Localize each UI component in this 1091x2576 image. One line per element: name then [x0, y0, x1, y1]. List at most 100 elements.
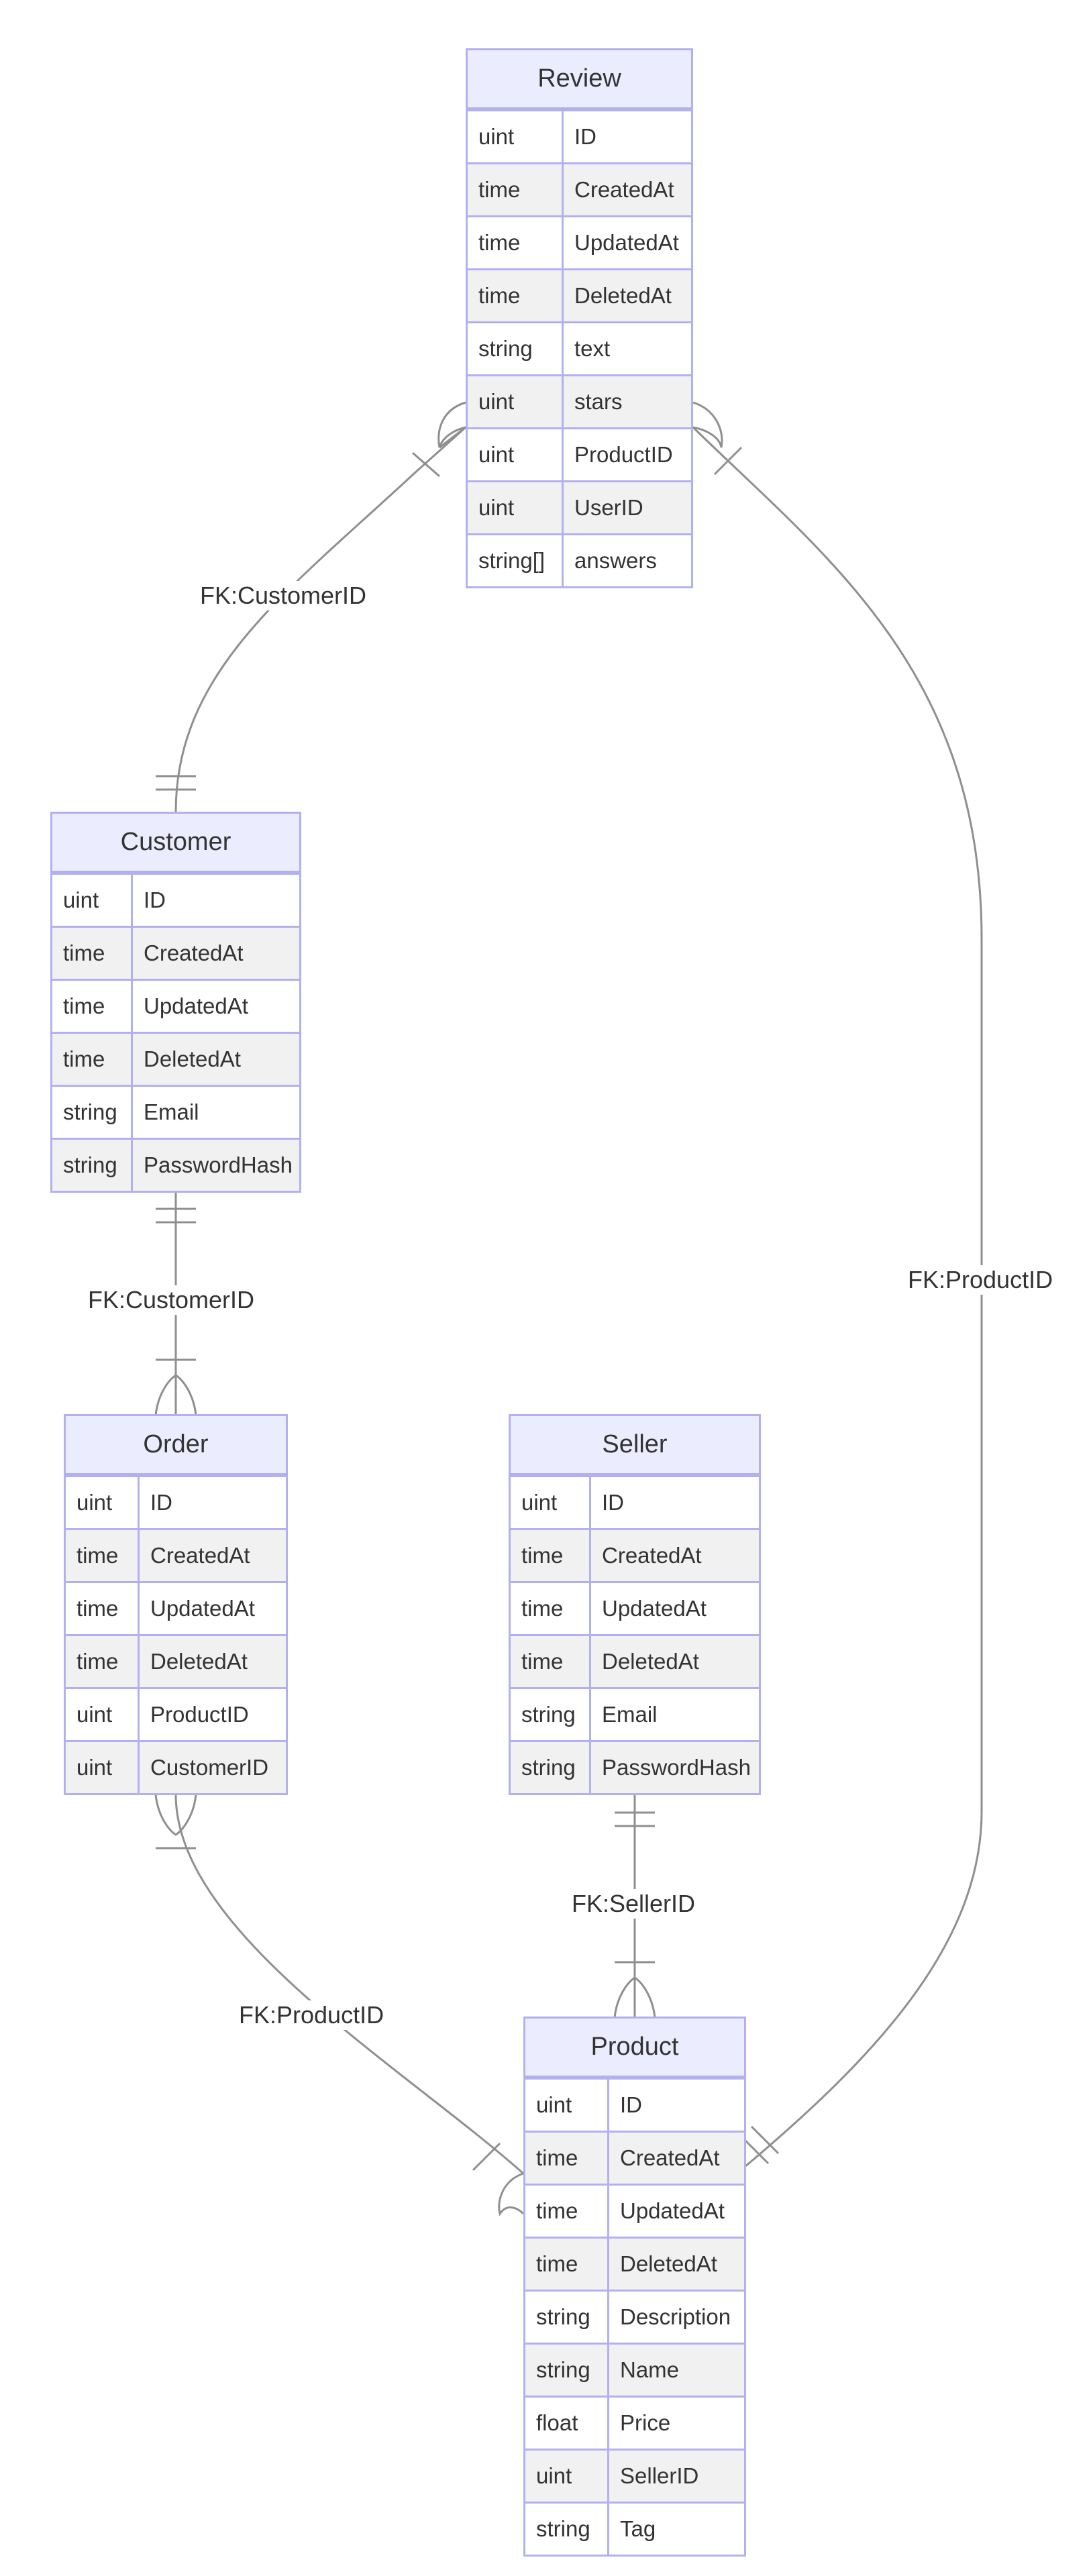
entity-title-review: Review [468, 50, 691, 109]
attribute-name: text [574, 336, 611, 361]
attribute-name: Description [620, 2304, 731, 2329]
crowfoot-product-order [498, 2172, 525, 2216]
crowfoot-review-customer-b [437, 401, 466, 448]
attribute-type: time [525, 2186, 609, 2237]
tick-product-order [472, 2142, 501, 2171]
attribute-type: time [468, 270, 564, 321]
attribute-name: UpdatedAt [144, 994, 248, 1018]
attribute-name: PasswordHash [144, 1152, 293, 1177]
attribute-name: DeletedAt [144, 1046, 241, 1071]
attribute-name: Email [602, 1702, 658, 1727]
attribute-row: string text [468, 321, 691, 374]
attribute-type: time [511, 1636, 591, 1687]
attribute-type: uint [66, 1689, 140, 1740]
attribute-type: string [511, 1742, 591, 1793]
attribute-name: ID [144, 888, 166, 912]
tick-product-review-1 [750, 2125, 780, 2155]
entity-title-customer: Customer [52, 814, 299, 873]
attribute-name: Price [620, 2410, 671, 2435]
attribute-name: DeletedAt [620, 2251, 717, 2276]
attribute-row: time CreatedAt [511, 1528, 759, 1581]
attribute-name: UpdatedAt [150, 1596, 255, 1621]
attribute-type: time [525, 2239, 609, 2290]
attribute-name: ProductID [150, 1702, 249, 1727]
attribute-row: time CreatedAt [52, 926, 299, 979]
attribute-name: CreatedAt [620, 2145, 720, 2170]
edge-order-product [174, 1794, 524, 2175]
attribute-name: DeletedAt [602, 1649, 699, 1674]
attribute-row: time DeletedAt [525, 2237, 744, 2290]
attribute-type: string[] [468, 535, 564, 586]
attribute-row: time UpdatedAt [52, 979, 299, 1032]
attribute-type: time [468, 217, 564, 268]
edge-review-customer [174, 426, 467, 812]
attribute-type: string [525, 2292, 609, 2343]
attribute-name: CreatedAt [144, 941, 244, 965]
attribute-type: uint [525, 2451, 609, 2502]
attribute-name: Tag [620, 2516, 656, 2541]
attribute-name: UserID [574, 495, 643, 520]
attribute-name: CustomerID [150, 1755, 269, 1780]
attribute-name: UpdatedAt [574, 230, 679, 255]
attribute-name: UpdatedAt [620, 2198, 725, 2223]
edge-label-customer-order: FK:CustomerID [84, 1285, 259, 1315]
crowfoot-order-product-top [154, 1794, 197, 1836]
attribute-name: CreatedAt [602, 1543, 702, 1568]
attribute-type: time [66, 1530, 140, 1581]
edge-label-order-product: FK:ProductID [235, 2000, 388, 2030]
attribute-type: uint [66, 1477, 140, 1528]
crowfoot-review-customer-a [439, 426, 466, 449]
attribute-row: uint SellerID [525, 2449, 744, 2502]
crowfoot-product-seller [613, 1976, 656, 2019]
attribute-name: CreatedAt [150, 1543, 250, 1568]
attribute-type: time [511, 1530, 591, 1581]
attribute-name: CreatedAt [574, 177, 674, 202]
crowfoot-review-product [692, 401, 723, 448]
attribute-type: time [52, 1034, 133, 1085]
attribute-name: UpdatedAt [602, 1596, 707, 1621]
entity-title-order: Order [66, 1416, 286, 1475]
edge-label-seller-product: FK:SellerID [568, 1889, 700, 1919]
attribute-row: time DeletedAt [52, 1032, 299, 1085]
crowfoot-order-customer [154, 1374, 197, 1416]
entity-title-product: Product [525, 2019, 744, 2078]
attribute-name: SellerID [620, 2463, 699, 2488]
attribute-type: string [525, 2345, 609, 2396]
attribute-name: stars [574, 389, 623, 414]
attribute-row: string PasswordHash [52, 1138, 299, 1191]
attribute-type: string [468, 323, 564, 374]
attribute-type: uint [468, 429, 564, 480]
edge-review-product [692, 426, 983, 2168]
attribute-type: time [525, 2133, 609, 2184]
attribute-type: uint [468, 482, 564, 533]
attribute-row: time CreatedAt [66, 1528, 286, 1581]
edge-label-review-customer: FK:CustomerID [196, 581, 371, 610]
attribute-type: string [52, 1140, 133, 1191]
entity-title-seller: Seller [511, 1416, 759, 1475]
attribute-type: time [52, 928, 133, 979]
attribute-type: time [52, 981, 133, 1032]
attribute-name: ID [602, 1490, 624, 1515]
tick-review-product [713, 446, 743, 476]
